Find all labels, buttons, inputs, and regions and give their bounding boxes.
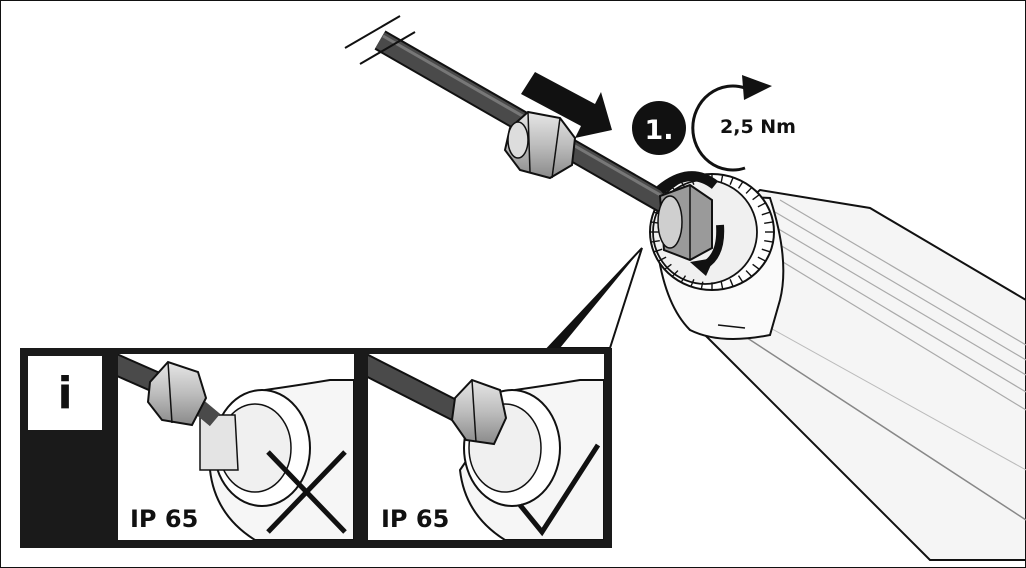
knurl-tick (690, 279, 695, 288)
knurl-tick (671, 270, 679, 278)
cap-nut (503, 110, 577, 180)
torque-value: 2,5 Nm (720, 116, 796, 138)
knurl-tick (729, 279, 734, 288)
knurl-tick (650, 240, 660, 243)
knurl-tick (737, 275, 744, 283)
cable-gland (657, 183, 713, 262)
knurl-tick (680, 275, 687, 283)
knurl-tick (757, 256, 767, 262)
cross-icon (266, 450, 347, 534)
knurl-tick (764, 221, 774, 224)
callout-wedge (545, 247, 643, 349)
knurl-tick (752, 193, 760, 201)
info-icon: i (57, 368, 72, 419)
knurl-tick (729, 176, 734, 185)
knurl-tick (757, 202, 767, 208)
knurl-tick (720, 281, 724, 290)
ip-rating-label-2: IP 65 (381, 505, 449, 533)
ip-rating-label-1: IP 65 (130, 505, 198, 533)
knurl-tick (653, 248, 663, 253)
step-number: 1. (644, 115, 673, 146)
knurl-tick (761, 211, 771, 216)
knurl-tick (657, 256, 667, 262)
knurl-tick (761, 248, 771, 253)
knurl-tick (664, 263, 672, 271)
step-badge: 1. (632, 101, 686, 155)
rotate-arrow (656, 171, 725, 276)
knurl-tick (745, 270, 753, 278)
detail-panel-correct: IP 65 (368, 354, 604, 540)
torque-indicator: 2,5 Nm (691, 75, 796, 172)
push-arrow (521, 72, 612, 138)
knurl-tick (700, 281, 704, 290)
knurl-tick (745, 186, 753, 194)
knurl-tick (752, 263, 760, 271)
knurl-tick (737, 181, 744, 189)
info-symbol: i (57, 368, 72, 419)
knurl-tick (764, 240, 774, 243)
checkmark-icon (518, 443, 601, 537)
knurl-tick (720, 174, 724, 183)
detail-panel-incorrect: IP 65 (118, 354, 354, 540)
